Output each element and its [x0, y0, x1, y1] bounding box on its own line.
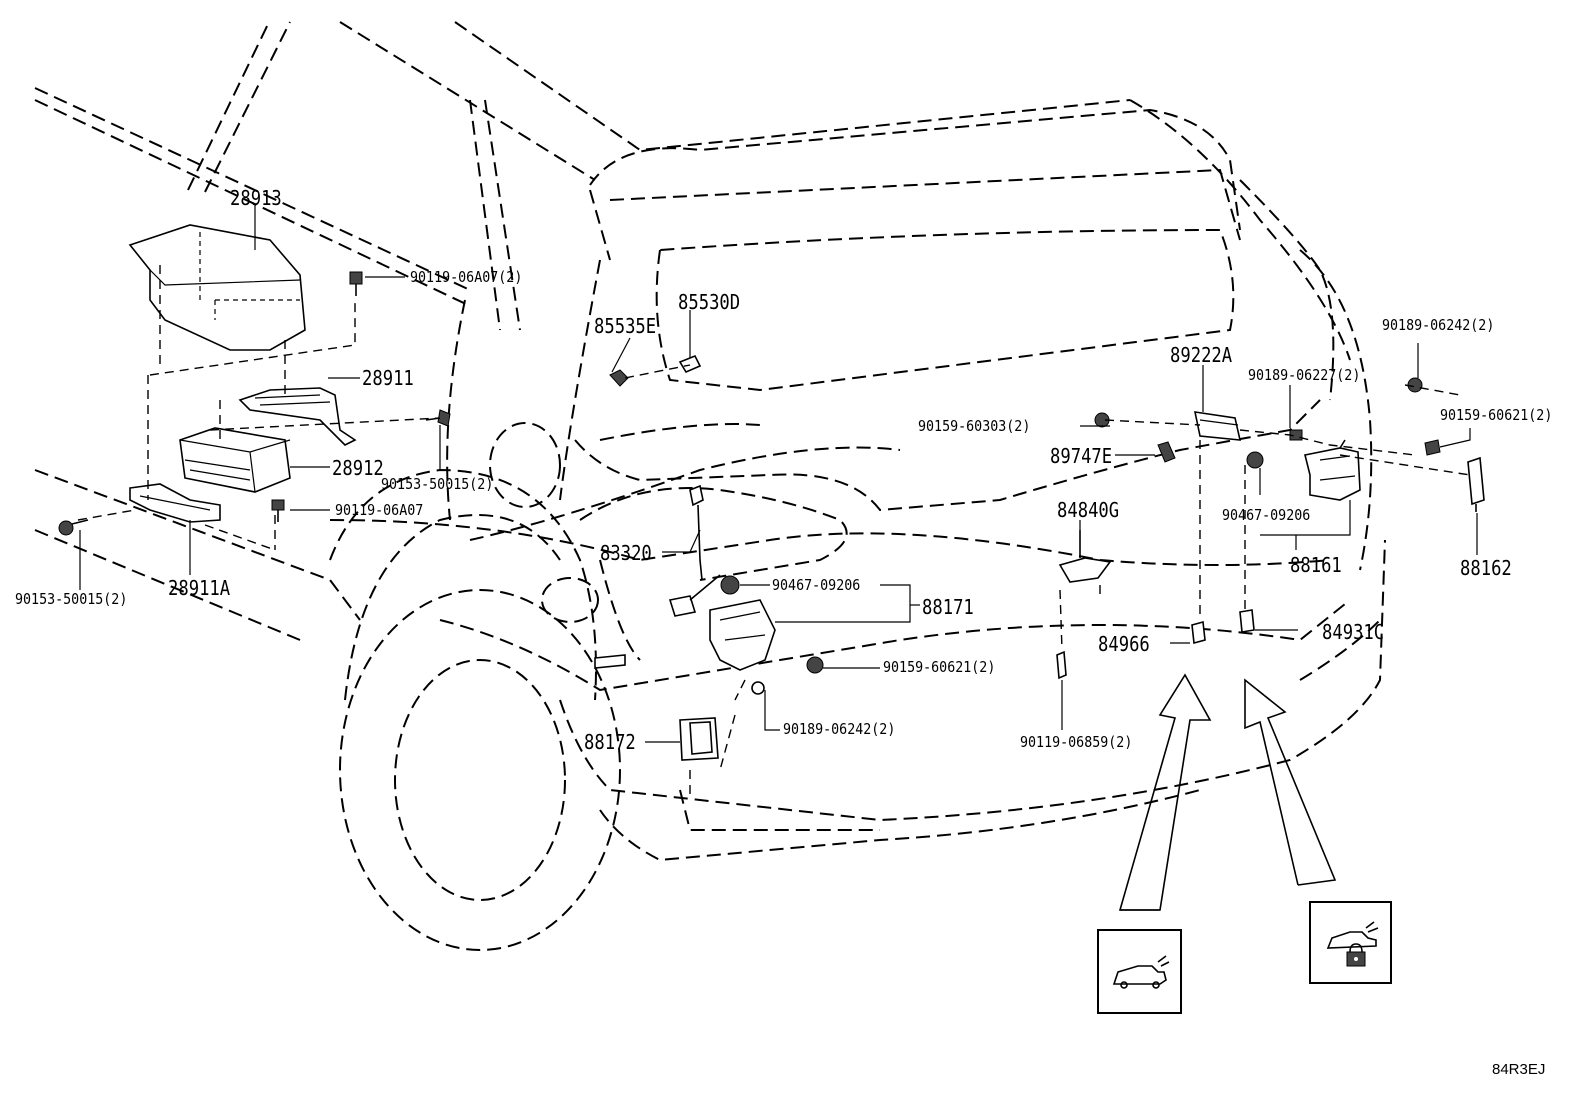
leader-lines [79, 205, 1478, 743]
vehicle-lock-icon [1326, 921, 1379, 967]
key-88162-shape [1467, 456, 1485, 506]
bolt-icon [349, 271, 363, 296]
inset-box-left [1097, 929, 1182, 1014]
bolt-icon [58, 519, 89, 536]
ecu-assembly-group [58, 224, 451, 551]
latch-88161-shape [1304, 447, 1361, 501]
lamp-84840G-shape [1058, 557, 1112, 583]
bolt-icon [271, 499, 285, 522]
bolt-icon [425, 409, 451, 427]
module-89222A-shape [1193, 411, 1242, 441]
inset-box-right [1309, 901, 1392, 984]
indicator-arrows [1118, 673, 1337, 911]
vehicle-body-outline [34, 19, 1386, 951]
cover-28913-shape [128, 224, 306, 351]
right-side-parts [1056, 377, 1485, 680]
ecu-28912-shape [179, 427, 291, 493]
vehicle-side-icon [1112, 955, 1170, 989]
sensor-assembly-group [594, 484, 824, 800]
